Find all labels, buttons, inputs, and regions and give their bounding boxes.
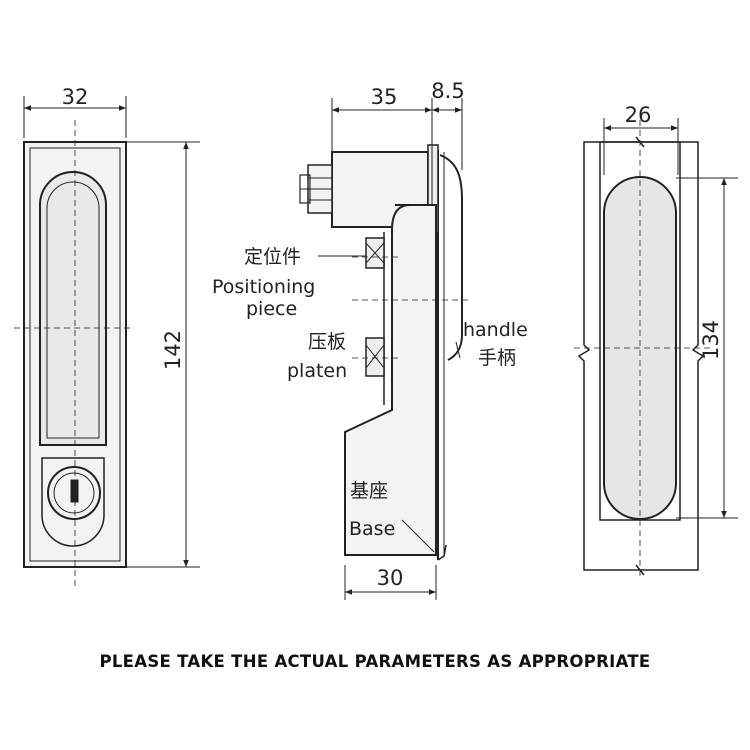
dim-label-front-width: 32 <box>62 85 89 109</box>
keyhole-icon <box>70 479 79 503</box>
label-positioning-en-2: piece <box>246 298 297 320</box>
dim-label-side-base: 30 <box>377 566 404 590</box>
front-view <box>14 96 200 590</box>
lock-cylinder <box>47 466 101 520</box>
front-handle <box>39 171 107 446</box>
dim-label-side-depth: 35 <box>371 85 398 109</box>
dim-label-cutout-height: 134 <box>699 320 723 360</box>
label-positioning-zh: 定位件 <box>244 246 301 268</box>
dim-label-cutout-width: 26 <box>625 103 652 127</box>
side-base <box>344 204 437 556</box>
label-handle-zh: 手柄 <box>478 347 516 369</box>
label-handle-en: handle <box>463 319 528 341</box>
footer-note: PLEASE TAKE THE ACTUAL PARAMETERS AS APP… <box>99 652 651 671</box>
side-handle <box>439 154 463 361</box>
label-base-en: Base <box>349 518 395 540</box>
cutout-view <box>574 118 738 580</box>
dim-label-front-height: 142 <box>161 330 185 370</box>
side-view <box>299 98 472 600</box>
label-positioning-en-1: Positioning <box>212 276 315 298</box>
label-platen-en: platen <box>287 360 347 382</box>
dim-label-side-flange: 8.5 <box>431 79 464 103</box>
label-platen-zh: 压板 <box>308 331 346 353</box>
panel-outline <box>577 136 705 576</box>
label-base-zh: 基座 <box>350 480 388 502</box>
